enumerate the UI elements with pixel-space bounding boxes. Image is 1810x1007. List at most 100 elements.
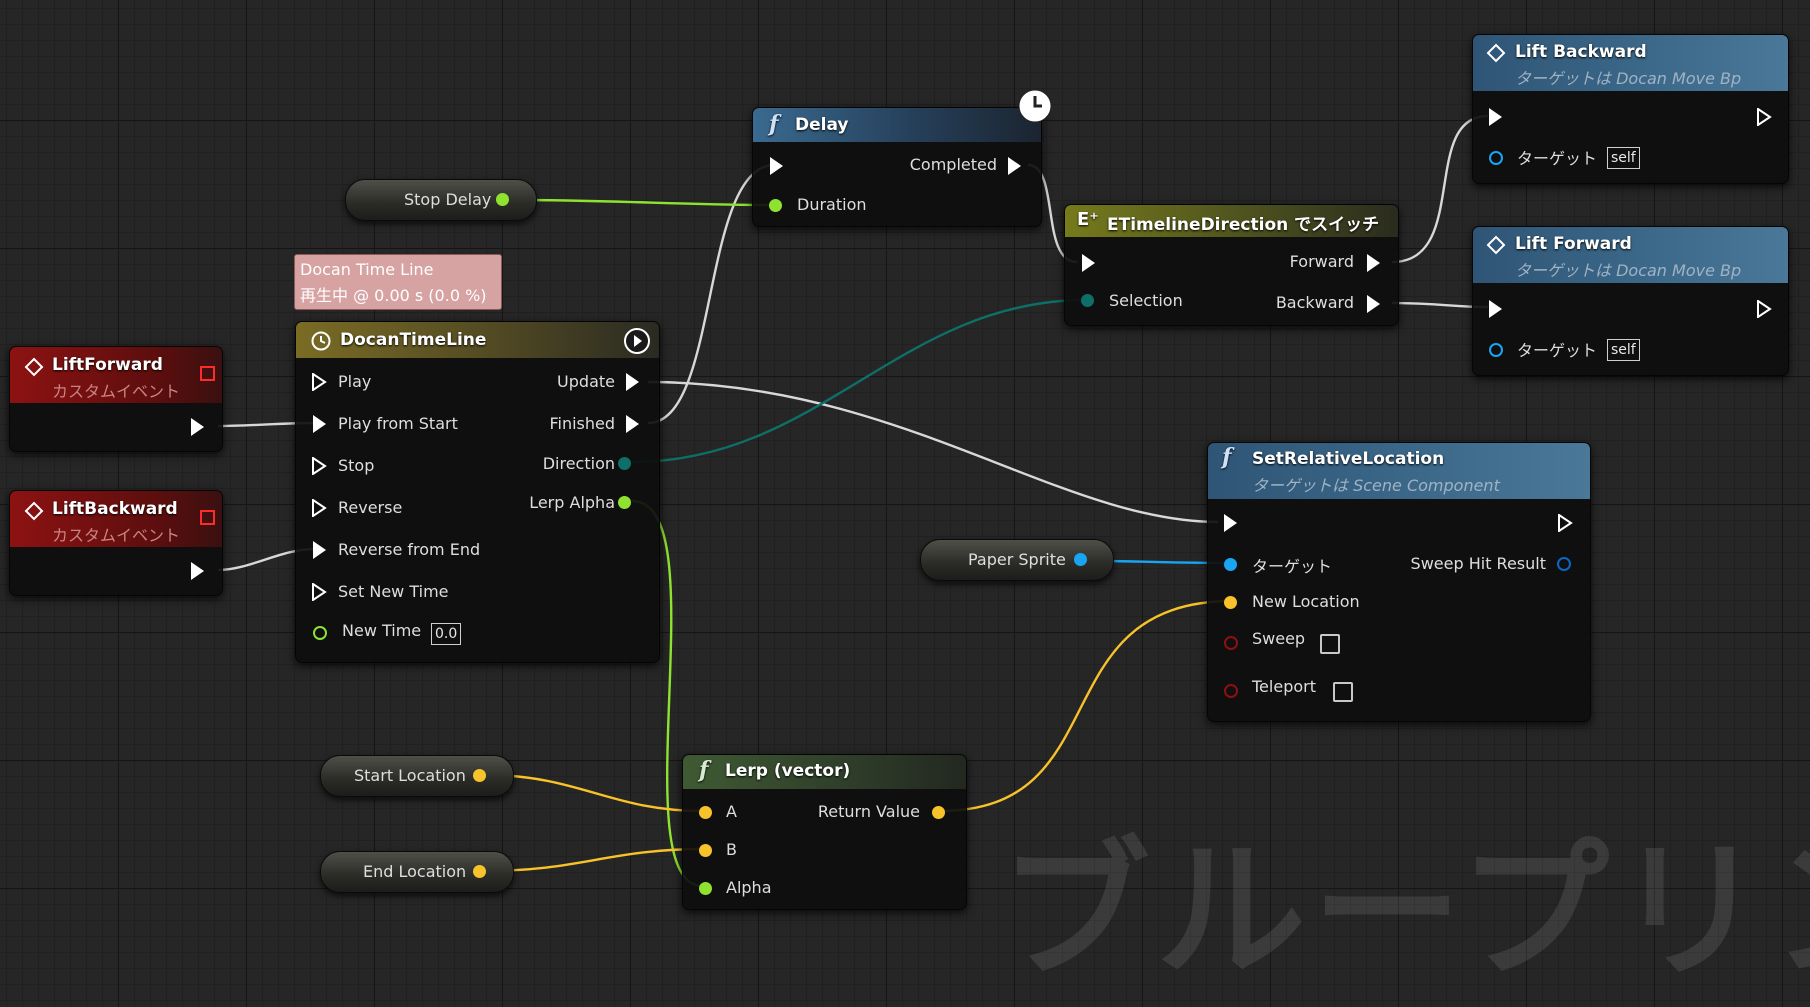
input-label-selection: Selection	[1109, 291, 1183, 310]
function-title: Lift Forward	[1515, 234, 1632, 254]
play-circle-icon[interactable]	[623, 327, 651, 355]
wire-update-setrelative	[647, 380, 1219, 524]
target-self-value[interactable]: self	[1607, 147, 1640, 169]
exec-input-pin-stop[interactable]	[312, 457, 327, 475]
float-input-pin-duration[interactable]	[769, 199, 782, 212]
output-label-update: Update	[557, 372, 615, 391]
function-title: SetRelativeLocation	[1252, 449, 1445, 469]
new-time-value-field[interactable]: 0.0	[431, 623, 462, 645]
switch-icon: E⁺	[1077, 209, 1099, 230]
exec-input-pin[interactable]	[770, 157, 783, 175]
switch-enum-node[interactable]: E⁺ ETimelineDirection でスイッチ Forward Sele…	[1064, 204, 1399, 326]
teleport-checkbox[interactable]	[1333, 682, 1353, 702]
event-diamond-icon	[1486, 235, 1506, 255]
variable-paper-sprite[interactable]: Paper Sprite	[920, 539, 1114, 581]
object-input-pin-target[interactable]	[1489, 343, 1503, 357]
wire-returnvalue-newlocation	[939, 599, 1234, 813]
float-input-pin-new-time[interactable]	[313, 626, 327, 640]
output-label-direction: Direction	[542, 454, 615, 473]
output-label-return-value: Return Value	[817, 802, 920, 821]
event-delegate-pin[interactable]	[200, 510, 215, 525]
vector-input-pin-b[interactable]	[699, 844, 712, 857]
variable-end-location[interactable]: End Location	[320, 851, 514, 893]
input-label-reverse-from-end: Reverse from End	[338, 540, 481, 559]
exec-output-pin[interactable]	[191, 418, 204, 436]
exec-input-pin-reverse[interactable]	[312, 499, 327, 517]
input-label-target: ターゲット	[1252, 557, 1333, 576]
timeline-node[interactable]: DocanTimeLine Play Play from Start Stop …	[295, 321, 660, 663]
object-input-pin-target[interactable]	[1489, 151, 1503, 165]
event-node-liftforward[interactable]: LiftForward カスタムイベント	[9, 346, 223, 452]
variable-label: Start Location	[354, 766, 466, 785]
output-label-backward: Backward	[1275, 293, 1354, 312]
delay-title: Delay	[795, 115, 849, 135]
input-label-target: ターゲット	[1517, 341, 1598, 360]
function-call-lift-backward[interactable]: Lift Backward ターゲットは Docan Move Bp ターゲット…	[1472, 34, 1789, 184]
float-output-pin-lerp-alpha[interactable]	[618, 496, 631, 509]
exec-input-pin[interactable]	[1082, 254, 1095, 272]
exec-output-pin-forward[interactable]	[1367, 254, 1380, 272]
exec-input-pin-play-from-start[interactable]	[313, 415, 326, 433]
enum-output-pin-direction[interactable]	[618, 457, 631, 470]
wire-forward-liftbackward	[1391, 114, 1489, 264]
exec-output-pin[interactable]	[191, 562, 204, 580]
bool-input-pin-sweep[interactable]	[1224, 636, 1238, 650]
exec-output-pin-backward[interactable]	[1367, 295, 1380, 313]
function-call-set-relative-location[interactable]: f SetRelativeLocation ターゲットは Scene Compo…	[1207, 442, 1591, 722]
wire-finished-delay	[647, 163, 776, 425]
clock-icon	[311, 331, 331, 351]
exec-input-pin-play[interactable]	[312, 373, 327, 391]
event-diamond-icon	[1486, 43, 1506, 63]
object-input-pin-target[interactable]	[1224, 558, 1237, 571]
event-title: LiftBackward	[52, 499, 178, 519]
exec-output-pin-update[interactable]	[626, 373, 639, 391]
input-label-b: B	[726, 840, 737, 859]
input-label-teleport: Teleport	[1252, 677, 1316, 696]
wire-endlocation-b	[484, 847, 704, 873]
vector-output-pin[interactable]	[473, 865, 486, 878]
exec-input-pin[interactable]	[1489, 300, 1502, 318]
variable-stop-delay[interactable]: Stop Delay	[345, 179, 537, 221]
vector-input-pin-new-location[interactable]	[1224, 596, 1237, 609]
exec-input-pin-set-new-time[interactable]	[312, 583, 327, 601]
event-node-liftbackward[interactable]: LiftBackward カスタムイベント	[9, 490, 223, 596]
exec-output-pin[interactable]	[1558, 514, 1573, 532]
output-label-lerp-alpha: Lerp Alpha	[529, 493, 615, 512]
tooltip-line2: 再生中 @ 0.00 s (0.0 %)	[300, 286, 487, 305]
function-call-lift-forward[interactable]: Lift Forward ターゲットは Docan Move Bp ターゲット …	[1472, 226, 1789, 376]
struct-output-pin-sweep-hit-result[interactable]	[1557, 557, 1571, 571]
enum-input-pin-selection[interactable]	[1081, 294, 1094, 307]
exec-input-pin[interactable]	[1224, 514, 1237, 532]
function-title: Lift Backward	[1515, 42, 1647, 62]
float-input-pin-alpha[interactable]	[699, 882, 712, 895]
vector-output-pin[interactable]	[473, 769, 486, 782]
exec-output-pin[interactable]	[1757, 300, 1772, 318]
timeline-title: DocanTimeLine	[340, 330, 487, 350]
exec-output-pin[interactable]	[1757, 108, 1772, 126]
exec-input-pin[interactable]	[1489, 108, 1502, 126]
event-subtitle: カスタムイベント	[52, 382, 181, 401]
exec-output-pin-completed[interactable]	[1008, 157, 1021, 175]
variable-label: Paper Sprite	[968, 550, 1066, 569]
vector-input-pin-a[interactable]	[699, 806, 712, 819]
object-output-pin[interactable]	[1074, 553, 1087, 566]
exec-output-pin-finished[interactable]	[626, 415, 639, 433]
event-diamond-icon	[24, 357, 44, 377]
exec-input-pin-reverse-from-end[interactable]	[313, 541, 326, 559]
bool-input-pin-teleport[interactable]	[1224, 684, 1238, 698]
input-label-stop: Stop	[338, 456, 375, 475]
event-diamond-icon	[24, 501, 44, 521]
event-delegate-pin[interactable]	[200, 366, 215, 381]
vector-output-pin-return-value[interactable]	[932, 806, 945, 819]
input-label-alpha: Alpha	[726, 878, 772, 897]
function-subtitle: ターゲットは Docan Move Bp	[1515, 69, 1742, 88]
function-call-lerp-vector[interactable]: f Lerp (vector) A Return Value B Alpha	[682, 754, 967, 910]
output-label-forward: Forward	[1289, 252, 1354, 271]
target-self-value[interactable]: self	[1607, 339, 1640, 361]
input-label-reverse: Reverse	[338, 498, 403, 517]
delay-node[interactable]: f Delay Completed Duration	[752, 89, 1052, 227]
sweep-checkbox[interactable]	[1320, 634, 1340, 654]
variable-start-location[interactable]: Start Location	[320, 755, 514, 797]
lerp-title: Lerp (vector)	[725, 761, 851, 781]
float-output-pin[interactable]	[496, 193, 509, 206]
